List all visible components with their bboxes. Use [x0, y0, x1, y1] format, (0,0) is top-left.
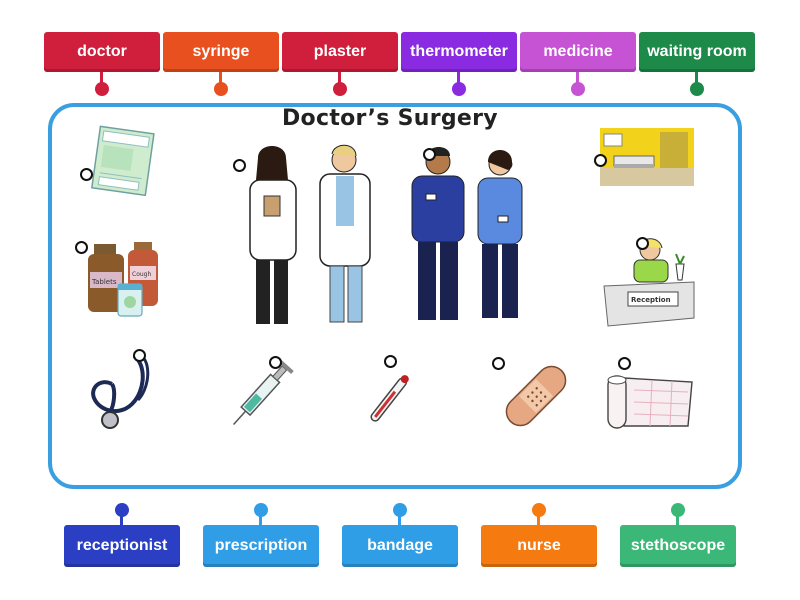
pin-stem — [398, 513, 401, 526]
label-medicine[interactable]: medicine — [520, 32, 636, 72]
pin-stem — [576, 72, 579, 84]
label-thermometer[interactable]: thermometer — [401, 32, 517, 72]
pin-stem — [695, 72, 698, 84]
drop-target[interactable] — [133, 349, 146, 362]
prescription-illustration — [90, 125, 155, 196]
drop-target[interactable] — [384, 355, 397, 368]
pin-stem — [219, 72, 222, 84]
pin-head[interactable] — [254, 503, 268, 517]
board-title: Doctor’s Surgery — [282, 106, 498, 131]
label-prescription[interactable]: prescription — [203, 525, 319, 567]
label-waiting-room[interactable]: waiting room — [639, 32, 755, 72]
pin-head[interactable] — [393, 503, 407, 517]
pin-stem — [676, 513, 679, 526]
label-syringe[interactable]: syringe — [163, 32, 279, 72]
label-doctor[interactable]: doctor — [44, 32, 160, 72]
pin-head[interactable] — [333, 82, 347, 96]
pin-stem — [120, 513, 123, 526]
drop-target[interactable] — [269, 356, 282, 369]
drop-target[interactable] — [80, 168, 93, 181]
pin-head[interactable] — [532, 503, 546, 517]
label-stethoscope[interactable]: stethoscope — [620, 525, 736, 567]
drop-target[interactable] — [636, 237, 649, 250]
drop-target[interactable] — [618, 357, 631, 370]
waiting-room-illustration — [600, 128, 694, 186]
label-bandage[interactable]: bandage — [342, 525, 458, 567]
pin-head[interactable] — [571, 82, 585, 96]
drop-target[interactable] — [423, 148, 436, 161]
drop-target[interactable] — [594, 154, 607, 167]
drop-target[interactable] — [233, 159, 246, 172]
pin-stem — [100, 72, 103, 84]
pin-stem — [537, 513, 540, 526]
receptionist-illustration: Reception — [603, 238, 695, 327]
doctors-illustration — [249, 144, 371, 324]
pin-head[interactable] — [452, 82, 466, 96]
pin-stem — [457, 72, 460, 84]
thermometer-illustration — [370, 375, 409, 422]
pin-head[interactable] — [214, 82, 228, 96]
syringe-illustration — [233, 358, 294, 425]
pin-head[interactable] — [671, 503, 685, 517]
plaster-illustration — [505, 365, 567, 427]
drop-target[interactable] — [492, 357, 505, 370]
medicine-illustration: Tablets Cough — [88, 242, 158, 317]
pin-head[interactable] — [690, 82, 704, 96]
label-receptionist[interactable]: receptionist — [64, 525, 180, 567]
bandage-illustration — [607, 375, 693, 429]
drop-target[interactable] — [75, 241, 88, 254]
cough-text: Cough — [132, 271, 151, 278]
pin-stem — [338, 72, 341, 84]
pin-head[interactable] — [95, 82, 109, 96]
label-nurse[interactable]: nurse — [481, 525, 597, 567]
pin-head[interactable] — [115, 503, 129, 517]
tablets-text: Tablets — [91, 278, 117, 286]
stethoscope-illustration — [91, 354, 150, 429]
nurses-illustration — [411, 147, 523, 320]
pin-stem — [259, 513, 262, 526]
reception-sign-text: Reception — [631, 296, 671, 304]
label-plaster[interactable]: plaster — [282, 32, 398, 72]
